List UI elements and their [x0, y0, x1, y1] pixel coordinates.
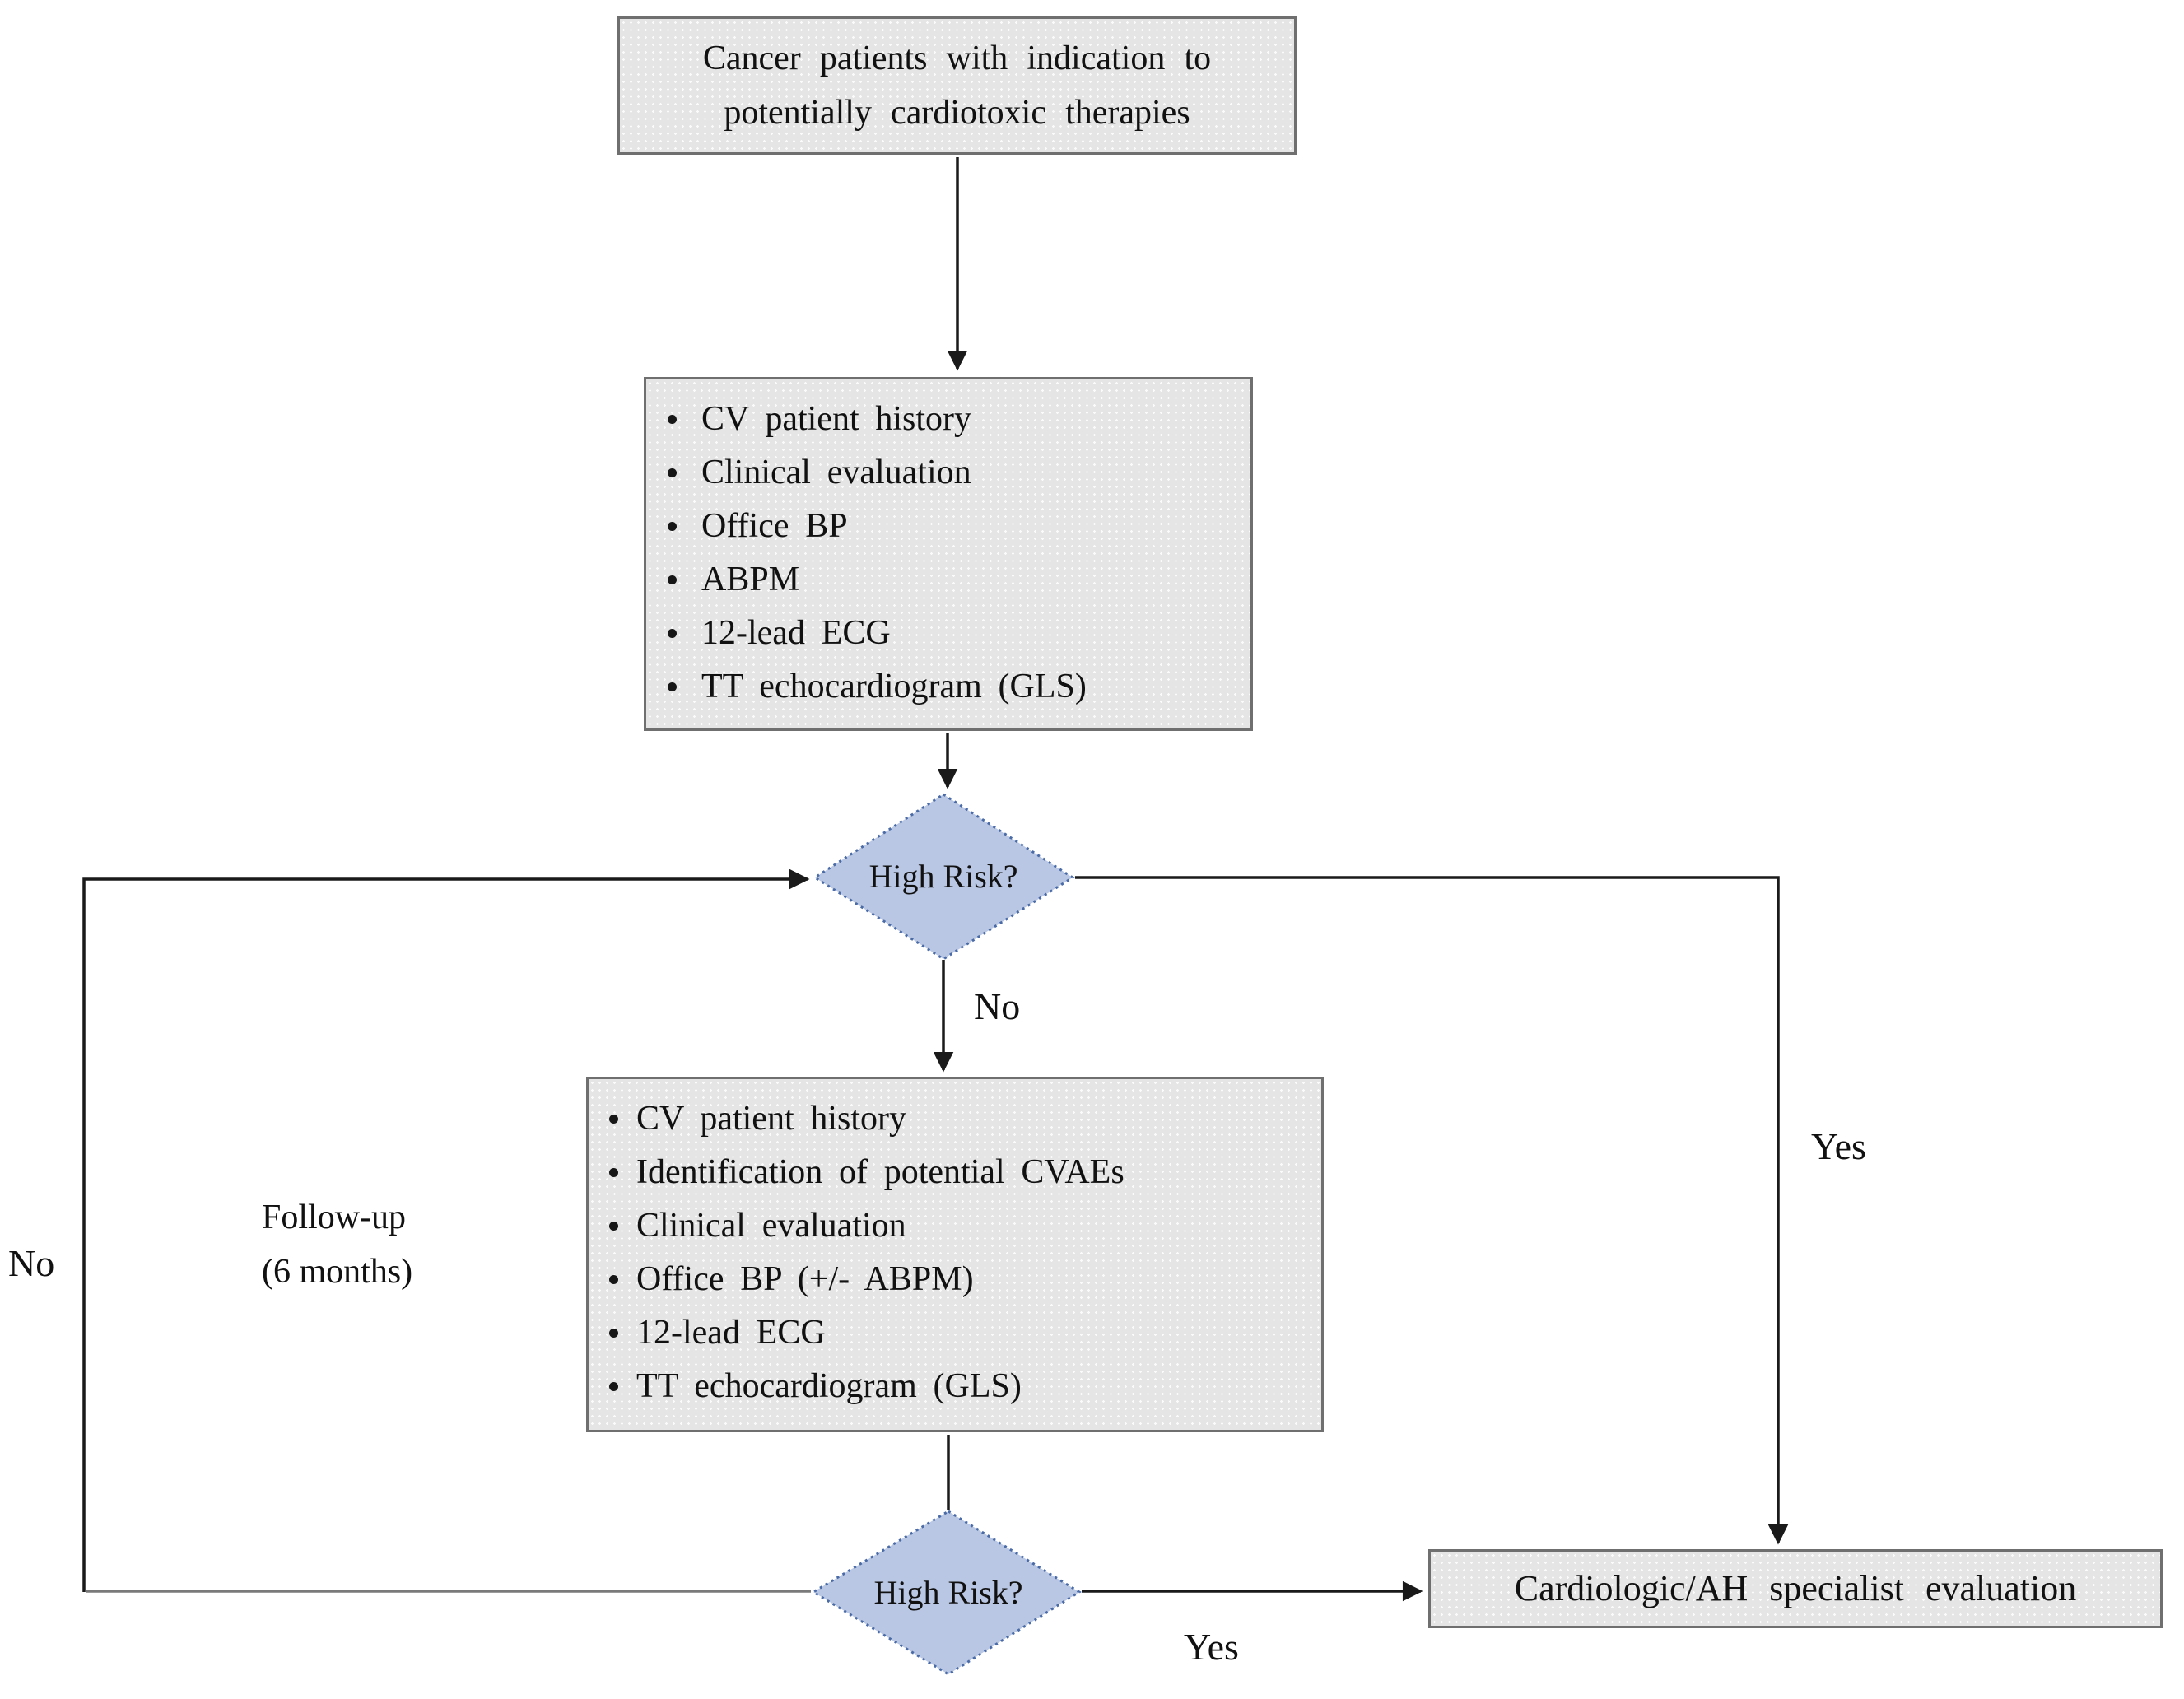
list-item-text: Office BP [701, 507, 848, 545]
list-item: TT echocardiogram (GLS) [668, 660, 1250, 714]
bullet-icon [668, 629, 677, 638]
bullet-icon [609, 1115, 618, 1124]
list-item-text: Identification of potential CVAEs [636, 1153, 1125, 1191]
list-item: TT echocardiogram (GLS) [609, 1360, 1321, 1413]
list-item: Office BP [668, 500, 1250, 553]
edge-decision2-no-return-up [82, 868, 810, 1592]
bullet-icon [668, 468, 677, 477]
bullet-icon [609, 1275, 618, 1284]
start-node: Cancer patients with indication to poten… [617, 16, 1297, 155]
bullet-icon [668, 522, 677, 531]
baseline-assessment-list: CV patient history Clinical evaluation O… [646, 393, 1250, 714]
list-item-text: CV patient history [701, 400, 972, 438]
list-item-text: 12-lead ECG [636, 1314, 826, 1352]
bullet-icon [609, 1222, 618, 1231]
followup-assessment-node: CV patient history Identification of pot… [586, 1077, 1324, 1432]
edge-label-followup: Follow-up (6 months) [262, 1190, 412, 1299]
bullet-icon [668, 682, 677, 691]
bullet-icon [668, 575, 677, 584]
edge-decision1-yes-to-specialist [1075, 876, 1789, 1545]
list-item: ABPM [668, 553, 1250, 607]
list-item: Office BP (+/- ABPM) [609, 1253, 1321, 1306]
edge-label-decision1-no: No [974, 985, 1021, 1027]
followup-label-line1: Follow-up [262, 1199, 407, 1236]
bullet-icon [609, 1168, 618, 1177]
list-item: 12-lead ECG [668, 607, 1250, 660]
edge-label-decision2-no: No [8, 1242, 55, 1284]
baseline-assessment-node: CV patient history Clinical evaluation O… [644, 377, 1253, 731]
list-item-text: TT echocardiogram (GLS) [636, 1367, 1022, 1405]
decision2-label: High Risk? [866, 1527, 1031, 1659]
list-item-text: Clinical evaluation [636, 1207, 906, 1245]
bullet-icon [668, 415, 677, 424]
decision2-label-text: High Risk? [873, 1574, 1023, 1611]
edge-label-decision1-yes: Yes [1811, 1125, 1866, 1167]
specialist-node: Cardiologic/AH specialist evaluation [1428, 1549, 2163, 1628]
decision1-label: High Risk? [861, 811, 1026, 943]
followup-assessment-list: CV patient history Identification of pot… [589, 1092, 1321, 1413]
list-item-text: CV patient history [636, 1100, 907, 1138]
list-item: Identification of potential CVAEs [609, 1146, 1321, 1199]
decision1-diamond [813, 793, 1075, 961]
bullet-icon [609, 1329, 618, 1338]
edge-label-decision2-yes: Yes [1184, 1626, 1239, 1668]
list-item: CV patient history [668, 393, 1250, 446]
decision2-diamond [811, 1510, 1082, 1676]
list-item-text: Office BP (+/- ABPM) [636, 1260, 974, 1298]
start-node-text: Cancer patients with indication to poten… [702, 40, 1212, 132]
list-item: Clinical evaluation [609, 1199, 1321, 1253]
list-item-text: 12-lead ECG [701, 614, 891, 652]
followup-label-line2: (6 months) [262, 1253, 413, 1291]
list-item-text: ABPM [701, 561, 800, 598]
list-item: Clinical evaluation [668, 446, 1250, 500]
list-item-text: Clinical evaluation [701, 454, 971, 491]
list-item: CV patient history [609, 1092, 1321, 1146]
bullet-icon [609, 1382, 618, 1391]
decision1-label-text: High Risk? [868, 858, 1018, 895]
list-item: 12-lead ECG [609, 1306, 1321, 1360]
specialist-node-text: Cardiologic/AH specialist evaluation [1514, 1568, 2077, 1608]
list-item-text: TT echocardiogram (GLS) [701, 668, 1087, 705]
